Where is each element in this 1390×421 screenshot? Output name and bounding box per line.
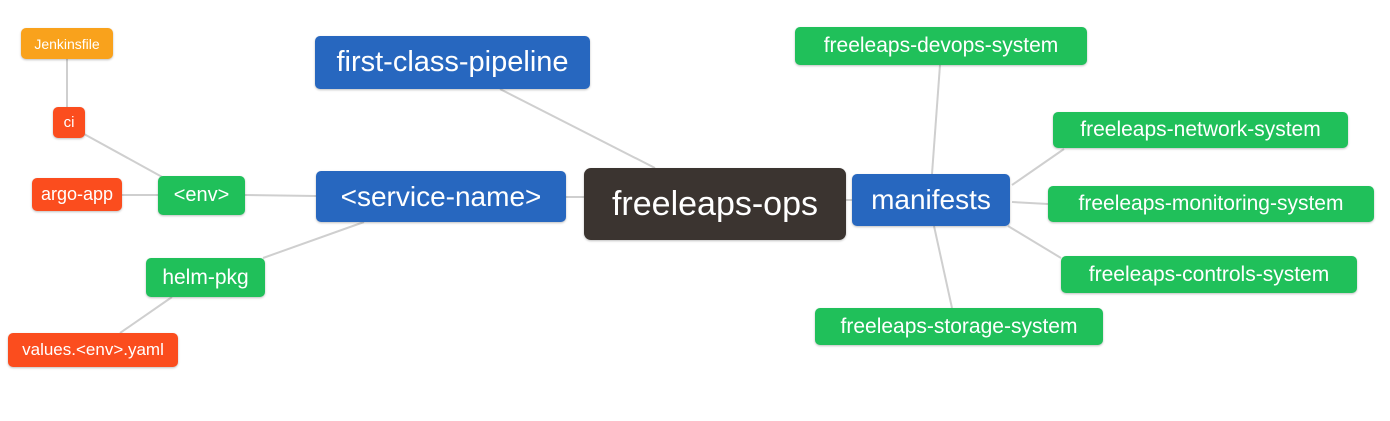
edge-manifests-devops xyxy=(931,64,941,175)
node-freeleaps-controls-system[interactable]: freeleaps-controls-system xyxy=(1061,256,1357,293)
edge-manifests-network xyxy=(1011,148,1065,186)
node-freeleaps-storage-system[interactable]: freeleaps-storage-system xyxy=(815,308,1103,345)
node-first-class-pipeline[interactable]: first-class-pipeline xyxy=(315,36,590,89)
node-service-name[interactable]: <service-name> xyxy=(316,171,566,222)
node-values-env-yaml[interactable]: values.<env>.yaml xyxy=(8,333,178,367)
node-helm-pkg[interactable]: helm-pkg xyxy=(146,258,265,297)
node-freeleaps-monitoring-system[interactable]: freeleaps-monitoring-system xyxy=(1048,186,1374,222)
node-freeleaps-ops-root[interactable]: freeleaps-ops xyxy=(584,168,846,240)
node-argo-app[interactable]: argo-app xyxy=(32,178,122,211)
node-jenkinsfile[interactable]: Jenkinsfile xyxy=(21,28,113,59)
node-freeleaps-devops-system[interactable]: freeleaps-devops-system xyxy=(795,27,1087,65)
node-freeleaps-network-system[interactable]: freeleaps-network-system xyxy=(1053,112,1348,148)
node-ci[interactable]: ci xyxy=(53,107,85,138)
edge-manifests-storage xyxy=(933,225,953,309)
edge-manifests-monitoring xyxy=(1011,201,1049,205)
edge-service-helm-pkg xyxy=(262,221,365,259)
edge-pipeline-ops xyxy=(499,88,656,169)
node-env[interactable]: <env> xyxy=(158,176,245,215)
node-manifests[interactable]: manifests xyxy=(852,174,1010,226)
edge-ci-env xyxy=(83,133,165,179)
edge-env-service xyxy=(244,194,317,197)
edge-helm-pkg-values xyxy=(119,296,173,334)
edge-manifests-controls xyxy=(1007,225,1062,259)
